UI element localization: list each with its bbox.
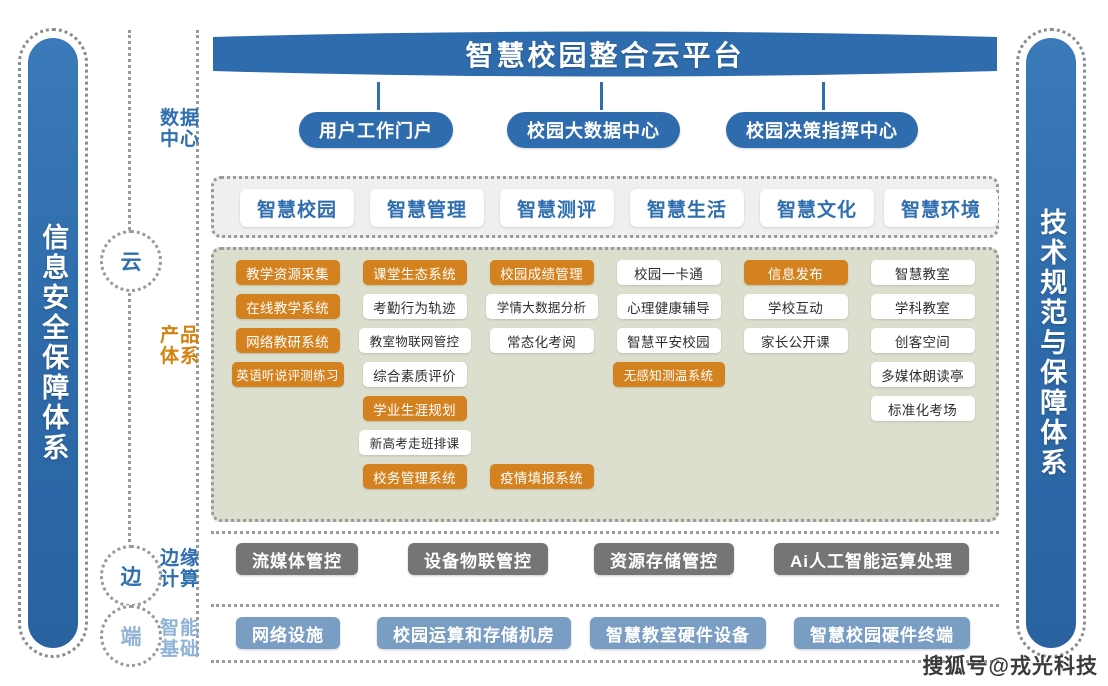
product-spacer [490,430,594,455]
product-grid: 教学资源采集在线教学系统网络教研系统英语听说评测练习课堂生态系统考勤行为轨迹教室… [224,260,986,509]
product-chip[interactable]: 疫情填报系统 [489,464,594,489]
layer-label-edge-computing-line2: 计算 [159,569,200,591]
right-side-label: 技术规范与保障体系 [1036,208,1067,478]
category-chip-smart-assessment[interactable]: 智慧测评 [500,189,614,227]
edge-chip-storage[interactable]: 资源存储管控 [594,543,734,575]
edge-chip-ai-compute[interactable]: Ai人工智能运算处理 [774,543,969,575]
product-chip[interactable]: 学情大数据分析 [485,294,598,319]
product-chip[interactable]: 无感知测温系统 [612,362,725,387]
category-chip-smart-life[interactable]: 智慧生活 [630,189,744,227]
left-side-label: 信息安全保障体系 [38,223,69,463]
layer-circle-cloud: 云 [100,230,162,292]
connector-tick-1 [377,82,380,110]
platform-title: 智慧校园整合云平台 [465,40,745,71]
platform-banner: 智慧校园整合云平台 [213,28,997,80]
product-chip[interactable]: 校务管理系统 [362,464,467,489]
product-chip[interactable]: 常态化考阅 [489,328,594,353]
product-chip[interactable]: 学校互动 [743,294,848,319]
product-column-5: 信息发布学校互动家长公开课 [732,260,859,509]
product-chip[interactable]: 教室物联网管控 [358,328,471,353]
base-chip-network[interactable]: 网络设施 [236,617,340,649]
vertical-guide-inner [128,30,131,656]
data-center-row: 用户工作门户 校园大数据中心 校园决策指挥中心 [213,112,997,150]
category-chip-smart-management[interactable]: 智慧管理 [370,189,484,227]
product-chip[interactable]: 新高考走班排课 [358,430,471,455]
product-chip[interactable]: 英语听说评测练习 [231,362,344,387]
base-chip-campus-hw[interactable]: 智慧校园硬件终端 [794,617,970,649]
base-chip-classroom-hw[interactable]: 智慧教室硬件设备 [590,617,766,649]
category-chip-smart-culture[interactable]: 智慧文化 [760,189,874,227]
product-chip[interactable]: 信息发布 [743,260,848,285]
product-column-4: 校园一卡通心理健康辅导智慧平安校园无感知测温系统 [605,260,732,509]
product-chip[interactable]: 综合素质评价 [362,362,467,387]
layer-circle-device-label: 端 [120,626,142,649]
product-chip[interactable]: 校园一卡通 [616,260,721,285]
layer-label-smart-base: 智能 基础 [152,618,208,661]
product-chip[interactable]: 智慧教室 [870,260,975,285]
product-chip[interactable]: 多媒体朗读亭 [870,362,975,387]
edge-chip-streaming[interactable]: 流媒体管控 [236,543,358,575]
base-chip-datacenter[interactable]: 校园运算和存储机房 [377,617,571,649]
product-column-1: 教学资源采集在线教学系统网络教研系统英语听说评测练习 [224,260,351,509]
vertical-guide-outer [196,30,199,656]
product-chip[interactable]: 学业生涯规划 [362,396,467,421]
product-spacer [490,396,594,421]
smart-base-row: 网络设施 校园运算和存储机房 智慧教室硬件设备 智慧校园硬件终端 [213,617,997,651]
layer-label-smart-base-line2: 基础 [159,639,200,661]
left-side-bar: 信息安全保障体系 [28,38,78,648]
category-chip-smart-environment[interactable]: 智慧环境 [884,189,998,227]
product-chip[interactable]: 校园成绩管理 [489,260,594,285]
product-spacer [490,362,594,387]
layer-label-data-center-line2: 中心 [159,129,200,151]
connector-tick-2 [600,82,603,110]
edge-computing-row: 流媒体管控 设备物联管控 资源存储管控 Ai人工智能运算处理 [213,543,997,577]
layer-label-data-center-line1: 数据 [159,108,200,129]
product-chip[interactable]: 考勤行为轨迹 [362,294,467,319]
product-column-2: 课堂生态系统考勤行为轨迹教室物联网管控综合素质评价学业生涯规划新高考走班排课校务… [351,260,478,509]
product-chip[interactable]: 智慧平安校园 [616,328,721,353]
product-column-3: 校园成绩管理学情大数据分析常态化考阅疫情填报系统 [478,260,605,509]
product-chip[interactable]: 心理健康辅导 [616,294,721,319]
layer-label-smart-base-line1: 智能 [159,618,200,639]
layer-circle-cloud-label: 云 [120,251,142,274]
left-side-pillar: 信息安全保障体系 [18,28,88,658]
layer-label-edge-computing: 边缘 计算 [152,548,208,591]
edge-chip-iot[interactable]: 设备物联管控 [408,543,548,575]
layer-label-product-system: 产品 体系 [152,325,208,368]
banner-shape [213,31,997,77]
separator-base-bottom [211,660,999,663]
product-chip[interactable]: 网络教研系统 [235,328,340,353]
right-side-bar: 技术规范与保障体系 [1026,38,1076,648]
product-chip[interactable]: 标准化考场 [870,396,975,421]
category-chip-smart-campus[interactable]: 智慧校园 [240,189,354,227]
product-chip[interactable]: 学科教室 [870,294,975,319]
data-center-pill-decision-center[interactable]: 校园决策指挥中心 [726,112,918,148]
data-center-pill-user-portal[interactable]: 用户工作门户 [299,112,453,148]
product-chip[interactable]: 课堂生态系统 [362,260,467,285]
product-band: 教学资源采集在线教学系统网络教研系统英语听说评测练习课堂生态系统考勤行为轨迹教室… [211,247,999,522]
product-chip[interactable]: 家长公开课 [743,328,848,353]
layer-label-product-system-line1: 产品 [159,325,200,346]
product-chip[interactable]: 教学资源采集 [235,260,340,285]
product-chip[interactable]: 创客空间 [870,328,975,353]
layer-label-data-center: 数据 中心 [152,108,208,151]
layer-circle-device: 端 [100,605,162,667]
separator-base-top [211,604,999,607]
connector-tick-3 [822,82,825,110]
product-chip[interactable]: 在线教学系统 [235,294,340,319]
layer-circle-edge-label: 边 [120,566,142,589]
product-column-6: 智慧教室学科教室创客空间多媒体朗读亭标准化考场 [859,260,986,509]
category-band: 智慧校园 智慧管理 智慧测评 智慧生活 智慧文化 智慧环境 [211,176,999,238]
watermark: 搜狐号@戎光科技 [922,655,1098,678]
layer-label-product-system-line2: 体系 [159,346,200,368]
layer-label-edge-computing-line1: 边缘 [159,548,200,569]
data-center-pill-big-data[interactable]: 校园大数据中心 [507,112,680,148]
separator-edge-top [211,531,999,534]
right-side-pillar: 技术规范与保障体系 [1016,28,1086,658]
